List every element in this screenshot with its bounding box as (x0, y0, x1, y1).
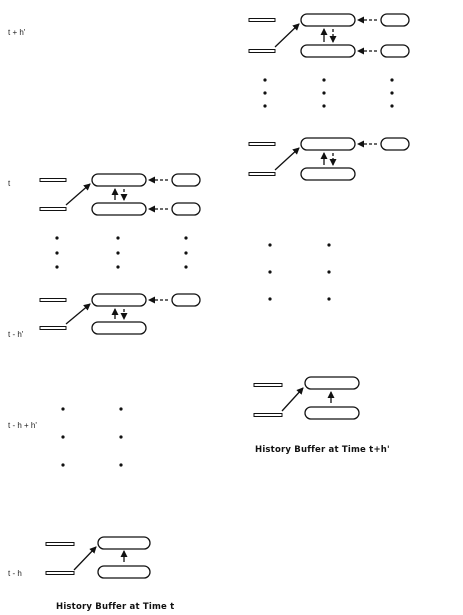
ellipsis-dot (327, 270, 331, 274)
diagonal-arrow (281, 387, 304, 412)
buffer-pill (97, 565, 151, 579)
ellipsis-dot (327, 243, 331, 247)
ellipsis-dot (61, 435, 65, 439)
input-slot (248, 49, 276, 53)
buffer-pill (300, 44, 356, 58)
ellipsis-dot (268, 270, 272, 274)
ellipsis-dot (263, 91, 267, 95)
ellipsis-dot (119, 463, 123, 467)
input-slot (39, 178, 67, 182)
ellipsis-dot (184, 236, 188, 240)
ellipsis-dot (184, 251, 188, 255)
input-slot (45, 571, 75, 575)
buffer-pill (300, 13, 356, 27)
ellipsis-dot (263, 78, 267, 82)
ellipsis-dot (61, 407, 65, 411)
source-pill (380, 44, 410, 58)
ellipsis-dot (322, 78, 326, 82)
source-pill (171, 173, 201, 187)
ellipsis-dot (322, 104, 326, 108)
ellipsis-dot (263, 104, 267, 108)
buffer-pill (91, 321, 147, 335)
buffer-pill (300, 137, 356, 151)
input-slot (248, 142, 276, 146)
caption-left: History Buffer at Time t (56, 602, 174, 612)
ellipsis-dot (390, 91, 394, 95)
ellipsis-dot (55, 265, 59, 269)
time-label-t-plus-h-prime: t + h' (8, 28, 26, 37)
time-label-t-minus-h-prime: t - h' (8, 330, 24, 339)
ellipsis-dot (390, 104, 394, 108)
diagonal-arrow (65, 183, 91, 206)
buffer-pill (91, 293, 147, 307)
time-label-t: t (8, 179, 11, 188)
ellipsis-dot (116, 265, 120, 269)
ellipsis-dot (119, 435, 123, 439)
caption-right: History Buffer at Time t+h' (255, 445, 390, 455)
source-pill (380, 137, 410, 151)
diagonal-arrow (65, 303, 91, 325)
input-slot (39, 207, 67, 211)
ellipsis-dot (268, 243, 272, 247)
input-slot (45, 542, 75, 546)
buffer-pill (304, 376, 360, 390)
buffer-pill (97, 536, 151, 550)
ellipsis-dot (61, 463, 65, 467)
input-slot (39, 326, 67, 330)
input-slot (253, 413, 283, 417)
input-slot (248, 172, 276, 176)
ellipsis-dot (390, 78, 394, 82)
buffer-pill (304, 406, 360, 420)
input-slot (253, 383, 283, 387)
diagonal-arrow (274, 23, 300, 48)
input-slot (248, 18, 276, 22)
ellipsis-dot (55, 251, 59, 255)
buffer-pill (300, 167, 356, 181)
ellipsis-dot (322, 91, 326, 95)
source-pill (171, 202, 201, 216)
buffer-pill (91, 202, 147, 216)
time-label-t-minus-h: t - h (8, 569, 22, 578)
ellipsis-dot (268, 297, 272, 301)
ellipsis-dot (327, 297, 331, 301)
buffer-pill (91, 173, 147, 187)
ellipsis-dot (119, 407, 123, 411)
source-pill (171, 293, 201, 307)
ellipsis-dot (116, 251, 120, 255)
ellipsis-dot (184, 265, 188, 269)
ellipsis-dot (116, 236, 120, 240)
ellipsis-dot (55, 236, 59, 240)
time-label-t-minus-h-plus-h-prime: t - h + h' (8, 421, 37, 430)
input-slot (39, 298, 67, 302)
diagonal-arrow (73, 546, 97, 571)
diagonal-arrow (274, 147, 300, 171)
source-pill (380, 13, 410, 27)
